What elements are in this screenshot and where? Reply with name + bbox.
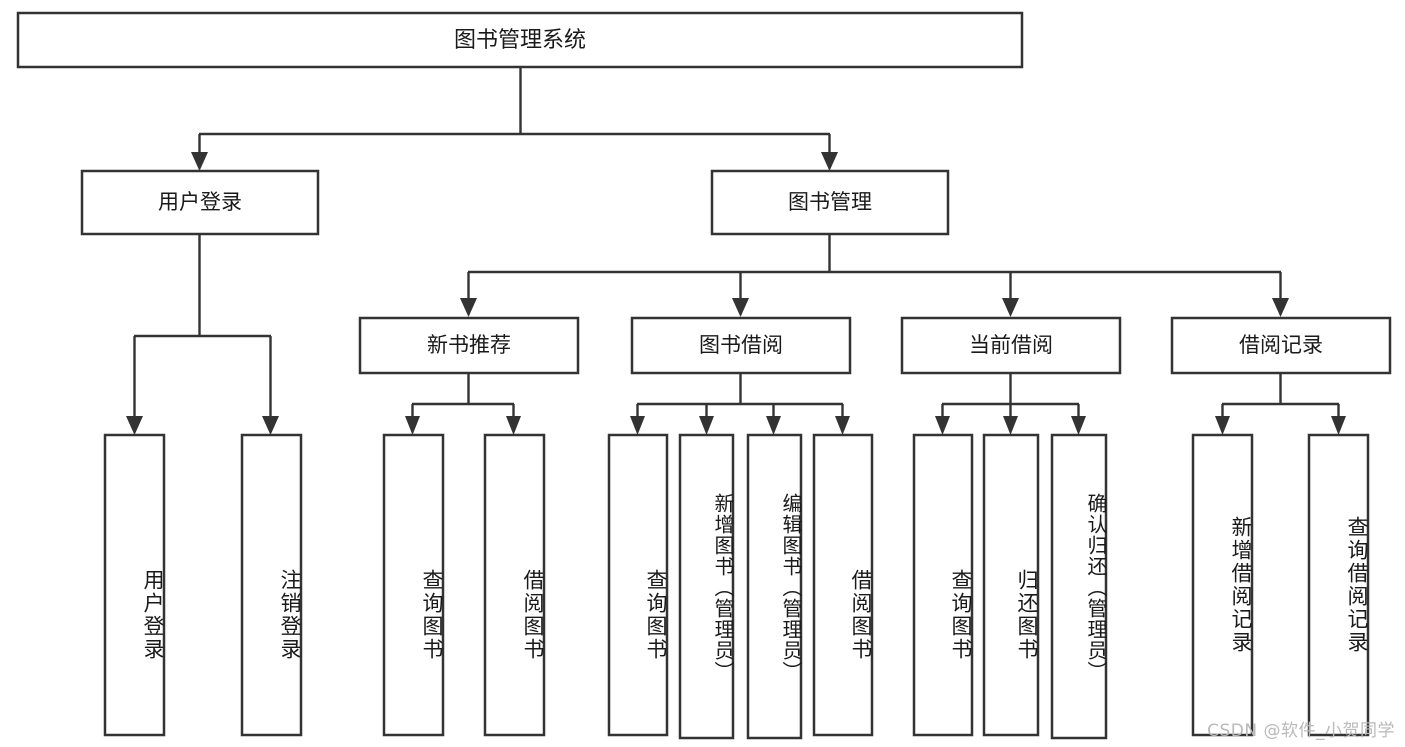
node-borrow-record-box[interactable] <box>1170 316 1392 375</box>
arrow-head-borrowrecord-2 <box>1331 416 1346 435</box>
node-root-box[interactable] <box>16 11 1024 69</box>
arrow-head-bookmanage-4 <box>1272 298 1289 317</box>
arrow-head-userlogin-2 <box>262 416 279 435</box>
arrow-head-currentborrow-2 <box>1003 416 1018 435</box>
leaf-box-book-borrow-3[interactable] <box>812 433 874 737</box>
arrow-head-root-1 <box>191 152 208 171</box>
watermark-text: CSDN @软件_小贺同学 <box>1207 721 1395 741</box>
arrow-head-newbook-2 <box>506 416 521 435</box>
leaf-box-book-borrow-1[interactable] <box>678 433 735 740</box>
leaf-box-new-book-1[interactable] <box>483 433 546 737</box>
leaf-box-new-book-0[interactable] <box>382 433 445 737</box>
arrow-head-borrowrecord-1 <box>1215 416 1230 435</box>
connector-group-borrow-record <box>1215 373 1346 435</box>
node-borrow-record-label: 借阅记录 <box>1239 333 1323 357</box>
arrow-head-bookborrow-2 <box>699 416 714 435</box>
leaf-box-borrow-record-0[interactable] <box>1191 433 1254 737</box>
leaf-box-user-login-1[interactable] <box>240 433 303 737</box>
node-user-login-box[interactable] <box>80 169 320 236</box>
node-user-login-label: 用户登录 <box>158 190 242 214</box>
leaf-box-book-borrow-0[interactable] <box>607 433 669 737</box>
arrow-head-bookborrow-1 <box>630 416 645 435</box>
leaf-box-borrow-record-1[interactable] <box>1307 433 1370 737</box>
node-book-borrow-label: 图书借阅 <box>699 333 783 357</box>
leaf-box-book-borrow-2[interactable] <box>746 433 803 740</box>
arrow-head-bookborrow-3 <box>766 416 781 435</box>
leaf-box-current-borrow-0[interactable] <box>912 433 974 737</box>
node-new-book-label: 新书推荐 <box>427 333 511 357</box>
arrow-head-newbook-1 <box>405 416 420 435</box>
arrow-head-currentborrow-1 <box>935 416 950 435</box>
arrow-head-userlogin-1 <box>126 416 143 435</box>
leaf-box-current-borrow-2[interactable] <box>1050 433 1108 740</box>
arrow-head-bookmanage-3 <box>1002 298 1019 317</box>
connector-group-book-borrow <box>630 373 850 435</box>
arrow-head-root-2 <box>821 152 838 171</box>
node-new-book-box[interactable] <box>358 316 580 375</box>
arrow-head-currentborrow-3 <box>1071 416 1086 435</box>
node-current-borrow-box[interactable] <box>900 316 1122 375</box>
node-book-manage-box[interactable] <box>710 169 950 236</box>
leaf-box-user-login-0[interactable] <box>103 433 166 737</box>
node-book-manage-label: 图书管理 <box>788 190 872 214</box>
node-current-borrow-label: 当前借阅 <box>969 333 1053 357</box>
connector-group-user-login <box>126 234 279 435</box>
connector-group-book-manage <box>460 234 1289 317</box>
connector-group-new-book <box>405 373 521 435</box>
connector-group-root <box>191 67 838 171</box>
arrow-head-bookborrow-4 <box>835 416 850 435</box>
node-root-label: 图书管理系统 <box>454 28 586 53</box>
arrow-head-bookmanage-2 <box>732 298 749 317</box>
arrow-head-bookmanage-1 <box>460 298 477 317</box>
leaf-box-current-borrow-1[interactable] <box>982 433 1040 737</box>
connector-group-current-borrow <box>935 373 1086 435</box>
node-book-borrow-box[interactable] <box>630 316 852 375</box>
